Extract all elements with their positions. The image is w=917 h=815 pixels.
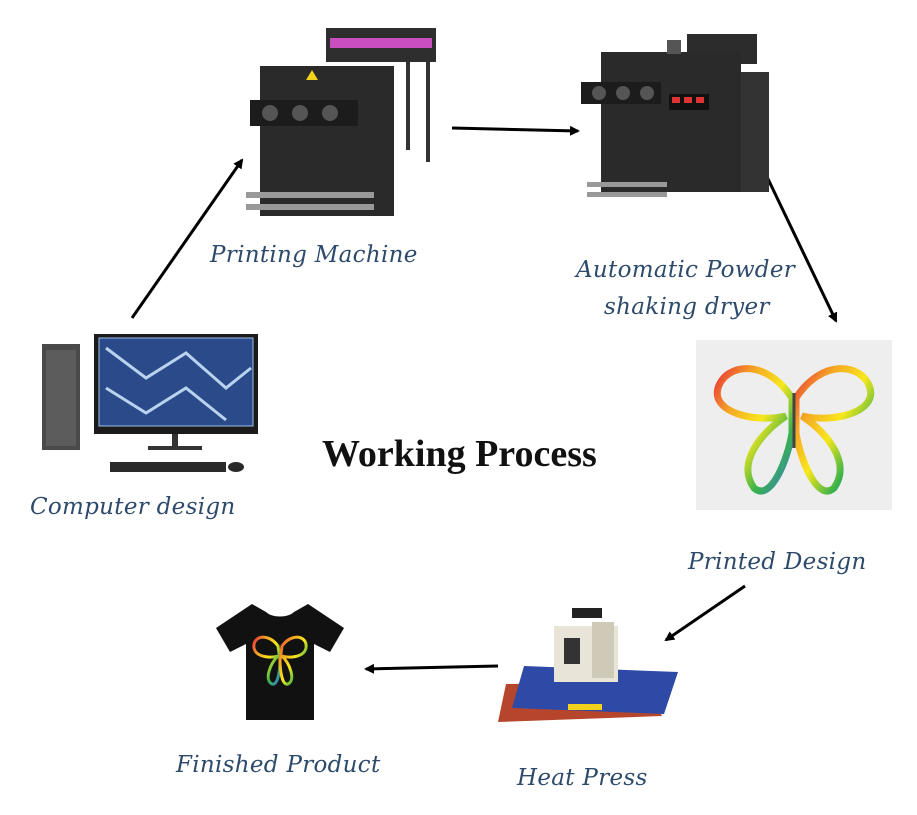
heat-press-icon [498,608,678,722]
computer-icon [42,334,258,472]
tshirt-icon [216,604,344,720]
arrow-computer-to-printer [130,158,244,319]
dryer-label-line1: Automatic Powder [576,257,796,283]
arrow-press-to-product [364,663,499,674]
butterfly-print-icon [696,340,892,510]
computer-design-label: Computer design [30,494,236,520]
powder-dryer-icon [581,34,769,197]
heat-press-label: Heat Press [517,765,648,791]
printer-machine-icon [246,28,436,216]
finished-product-label: Finished Product [176,752,381,778]
arrow-dryer-to-printed [756,157,838,323]
printing-machine-label: Printing Machine [210,242,418,268]
arrow-printer-to-dryer [451,125,580,136]
dryer-label-line2: shaking dryer [604,294,770,320]
arrow-printed-to-press [664,584,746,642]
diagram-title: Working Process [322,433,597,475]
printed-design-label: Printed Design [688,549,867,575]
